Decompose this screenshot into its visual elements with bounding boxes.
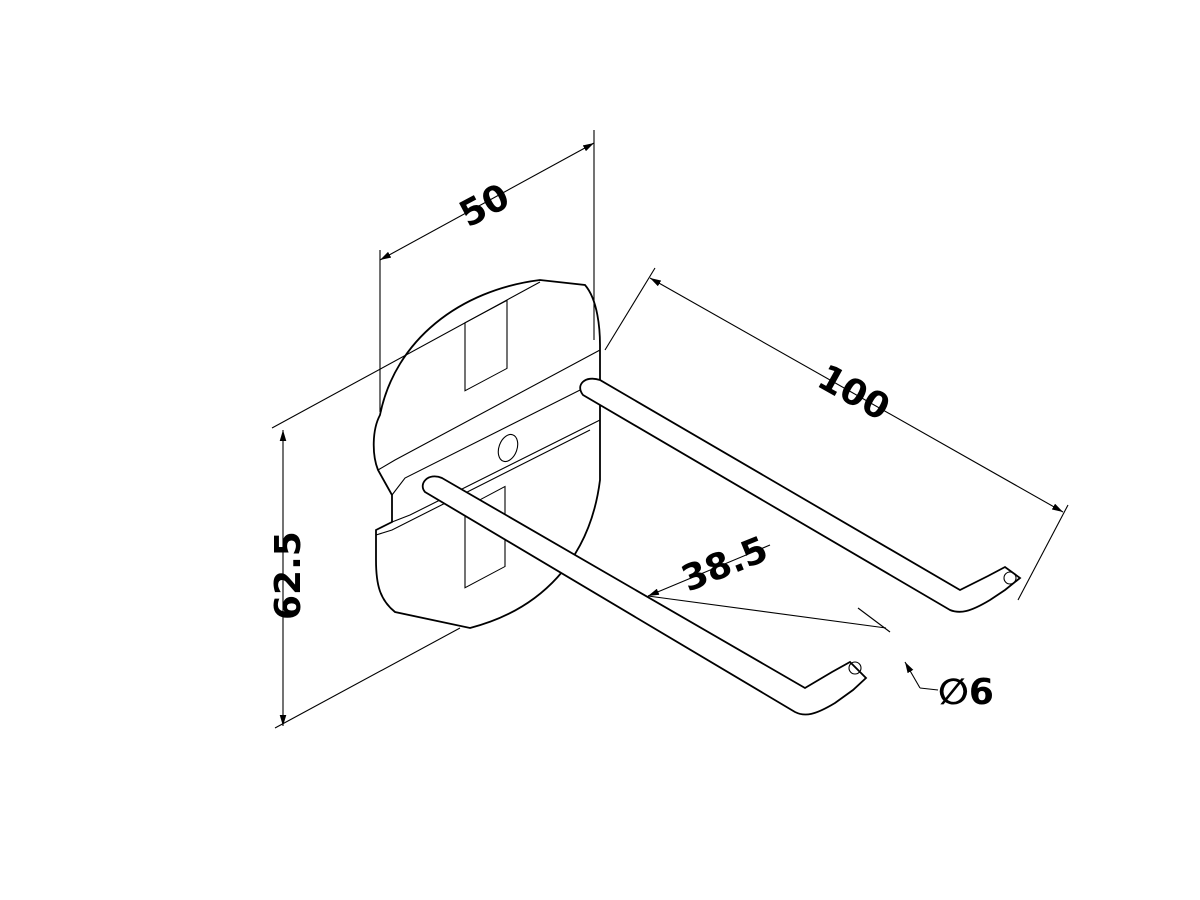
back-rod: [579, 377, 1022, 613]
dimension-diameter-6: ∅6: [904, 661, 994, 713]
front-rod: [421, 475, 868, 716]
dimension-label-diameter-6: ∅6: [938, 672, 994, 713]
dimension-label-38-5: 38.5: [676, 529, 774, 600]
dimension-62-5: 62.5: [268, 281, 541, 729]
dimension-label-50: 50: [453, 176, 516, 236]
dimension-label-62-5: 62.5: [268, 531, 309, 620]
dimension-label-100: 100: [811, 357, 897, 429]
